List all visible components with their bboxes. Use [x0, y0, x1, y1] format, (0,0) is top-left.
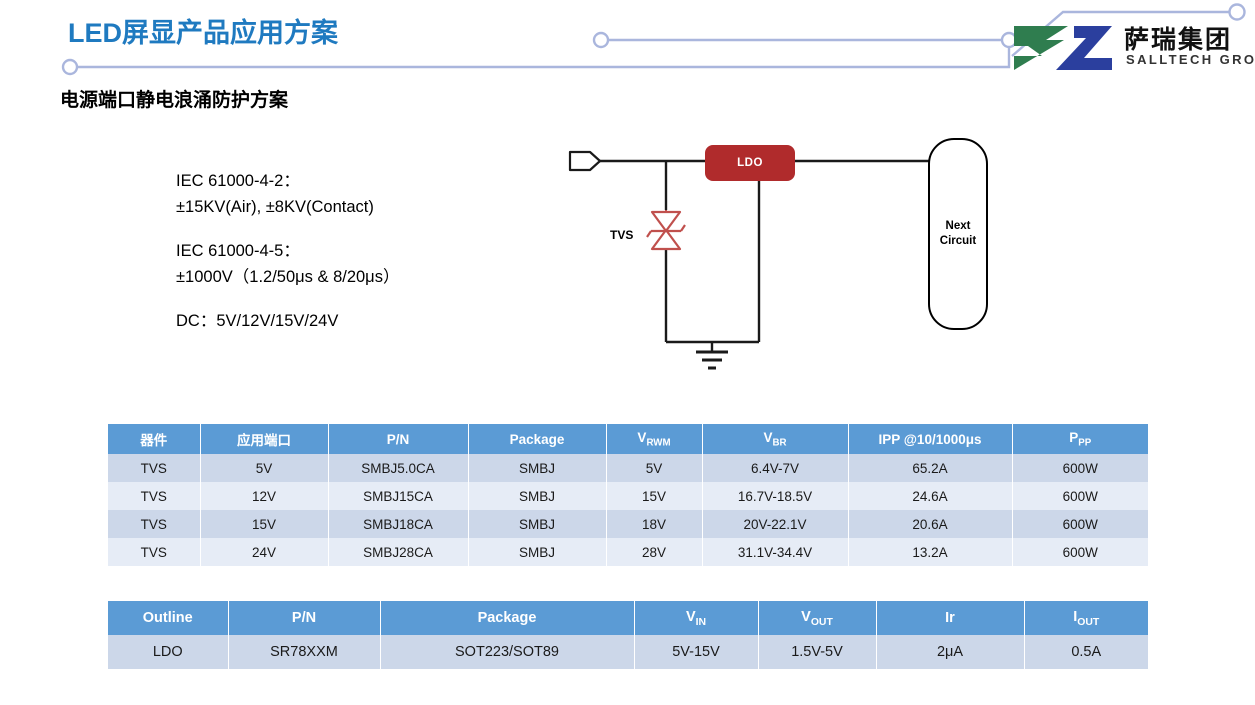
table-row: TVS 24V SMBJ28CA SMBJ 28V 31.1V-34.4V 13… [108, 538, 1148, 566]
column-header-vrwm: VRWM [606, 424, 703, 454]
spec-line: ±15KV(Air), ±8KV(Contact) [176, 198, 374, 216]
column-header-iout: IOUT [1024, 601, 1148, 635]
cell: 13.2A [848, 538, 1013, 566]
spec-group-esd: IEC 61000-4-2： ±15KV(Air), ±8KV(Contact) [176, 168, 399, 220]
cell: SOT223/SOT89 [380, 635, 635, 669]
page-header: LED屏显产品应用方案 电源端口静电浪涌防护方案 萨瑞集团 SALLTECH G… [0, 0, 1255, 111]
salltech-logo-mark [1014, 26, 1112, 70]
cell: SR78XXM [228, 635, 381, 669]
cell: 600W [1012, 482, 1148, 510]
ground-icon [696, 350, 728, 370]
tvs-spec-table: 器件 应用端口 P/N Package VRWM VBR IPP @10/100… [108, 424, 1148, 566]
spec-line: IEC 61000-4-2： [176, 172, 300, 190]
cell: 24V [200, 538, 329, 566]
cell: 20V-22.1V [702, 510, 849, 538]
column-header-port: 应用端口 [200, 424, 329, 454]
spec-group-surge: IEC 61000-4-5： ±1000V（1.2/50μs & 8/20μs） [176, 238, 399, 290]
table-header-row: 器件 应用端口 P/N Package VRWM VBR IPP @10/100… [108, 424, 1148, 454]
next-circuit-line-2: Circuit [939, 235, 977, 247]
ldo-spec-table: Outline P/N Package VIN VOUT Ir IOUT LDO… [108, 601, 1148, 669]
cell: 2μA [876, 635, 1025, 669]
next-circuit-label: Next Circuit [940, 219, 976, 249]
cell: TVS [108, 538, 201, 566]
column-header-package: Package [468, 424, 607, 454]
cell: SMBJ15CA [328, 482, 469, 510]
cell: SMBJ5.0CA [328, 454, 469, 482]
circuit-diagram: LDO TVS Next Circuit [550, 130, 1020, 385]
cell: SMBJ18CA [328, 510, 469, 538]
spec-group-dc: DC：5V/12V/15V/24V [176, 308, 399, 334]
cell: SMBJ [468, 538, 607, 566]
spec-line: ±1000V（1.2/50μs & 8/20μs） [176, 268, 400, 286]
cell: 1.5V-5V [758, 635, 877, 669]
cell: 15V [606, 482, 703, 510]
column-header-package: Package [380, 601, 635, 635]
cell: 15V [200, 510, 329, 538]
cell: TVS [108, 454, 201, 482]
header-decoration-lines [61, 3, 1246, 76]
cell: SMBJ [468, 454, 607, 482]
tvs-label: TVS [610, 228, 634, 242]
column-header-vout: VOUT [758, 601, 877, 635]
page-title: LED屏显产品应用方案 [68, 18, 338, 48]
cell: 6.4V-7V [702, 454, 849, 482]
cell: 20.6A [848, 510, 1013, 538]
column-header-device: 器件 [108, 424, 201, 454]
column-header-pn: P/N [328, 424, 469, 454]
cell: 600W [1012, 510, 1148, 538]
logo-name-en: SALLTECH GROUP [1126, 52, 1255, 67]
column-header-ir: Ir [876, 601, 1025, 635]
cell: 16.7V-18.5V [702, 482, 849, 510]
input-connector-icon [568, 150, 602, 172]
cell: 600W [1012, 538, 1148, 566]
cell: 0.5A [1024, 635, 1148, 669]
column-header-outline: Outline [108, 601, 229, 635]
cell: 28V [606, 538, 703, 566]
cell: 31.1V-34.4V [702, 538, 849, 566]
logo-name-cn: 萨瑞集团 [1124, 26, 1233, 54]
column-header-ipp: IPP @10/1000μs [848, 424, 1013, 454]
cell: SMBJ [468, 482, 607, 510]
spec-line: IEC 61000-4-5： [176, 242, 300, 260]
table-row: LDO SR78XXM SOT223/SOT89 5V-15V 1.5V-5V … [108, 635, 1148, 669]
next-circuit-block: Next Circuit [928, 138, 988, 330]
next-circuit-line-1: Next [945, 220, 971, 232]
cell: 5V-15V [634, 635, 759, 669]
specification-text-block: IEC 61000-4-2： ±15KV(Air), ±8KV(Contact)… [176, 168, 399, 334]
section-title: 电源端口静电浪涌防护方案 [60, 90, 289, 111]
column-header-vbr: VBR [702, 424, 849, 454]
cell: TVS [108, 482, 201, 510]
table-row: TVS 15V SMBJ18CA SMBJ 18V 20V-22.1V 20.6… [108, 510, 1148, 538]
cell: 12V [200, 482, 329, 510]
company-logo: 萨瑞集团 SALLTECH GROUP [1012, 22, 1255, 74]
circuit-svg [568, 150, 930, 370]
cell: LDO [108, 635, 229, 669]
column-header-pn: P/N [228, 601, 381, 635]
spec-line: DC：5V/12V/15V/24V [176, 312, 339, 330]
table-header-row: Outline P/N Package VIN VOUT Ir IOUT [108, 601, 1148, 635]
ldo-block: LDO [705, 145, 795, 181]
cell: 600W [1012, 454, 1148, 482]
cell: SMBJ28CA [328, 538, 469, 566]
column-header-vin: VIN [634, 601, 759, 635]
column-header-ppp: PPP [1012, 424, 1148, 454]
cell: TVS [108, 510, 201, 538]
cell: 5V [200, 454, 329, 482]
cell: 24.6A [848, 482, 1013, 510]
cell: 18V [606, 510, 703, 538]
cell: SMBJ [468, 510, 607, 538]
table-row: TVS 5V SMBJ5.0CA SMBJ 5V 6.4V-7V 65.2A 6… [108, 454, 1148, 482]
table-row: TVS 12V SMBJ15CA SMBJ 15V 16.7V-18.5V 24… [108, 482, 1148, 510]
cell: 5V [606, 454, 703, 482]
tvs-diode-icon [646, 210, 686, 251]
cell: 65.2A [848, 454, 1013, 482]
